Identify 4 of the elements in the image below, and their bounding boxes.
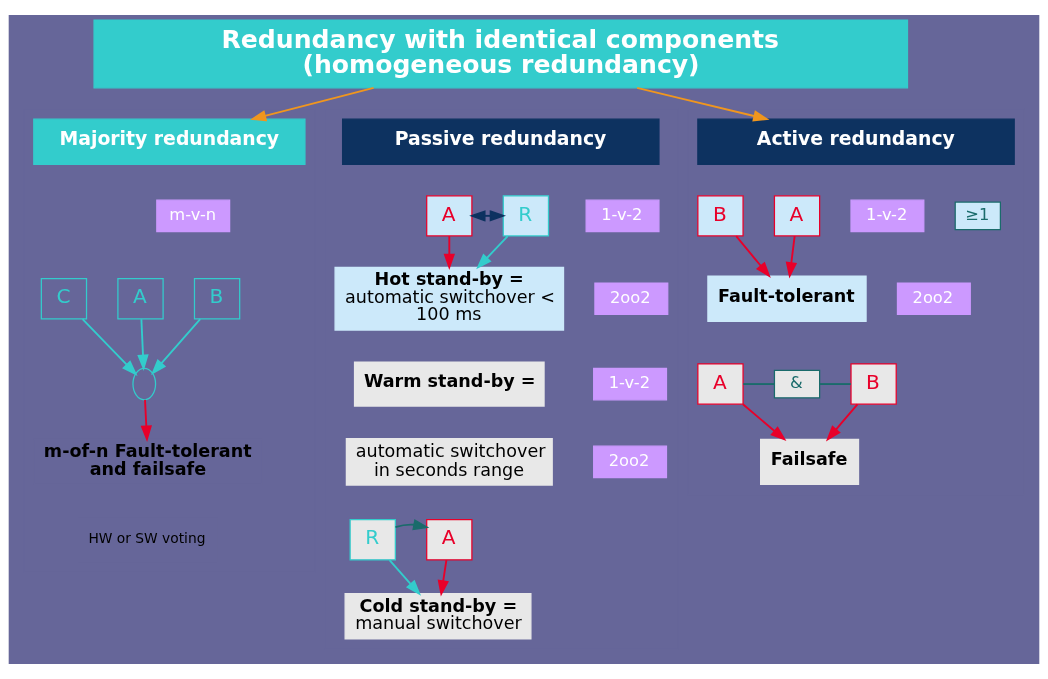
label: Warm stand-by = [363,371,536,392]
label: automatic switchover in seconds range [355,441,546,480]
node-text: m-of-n Fault-tolerant and failsafe [43,441,252,479]
label: HW or SW voting [88,530,206,547]
